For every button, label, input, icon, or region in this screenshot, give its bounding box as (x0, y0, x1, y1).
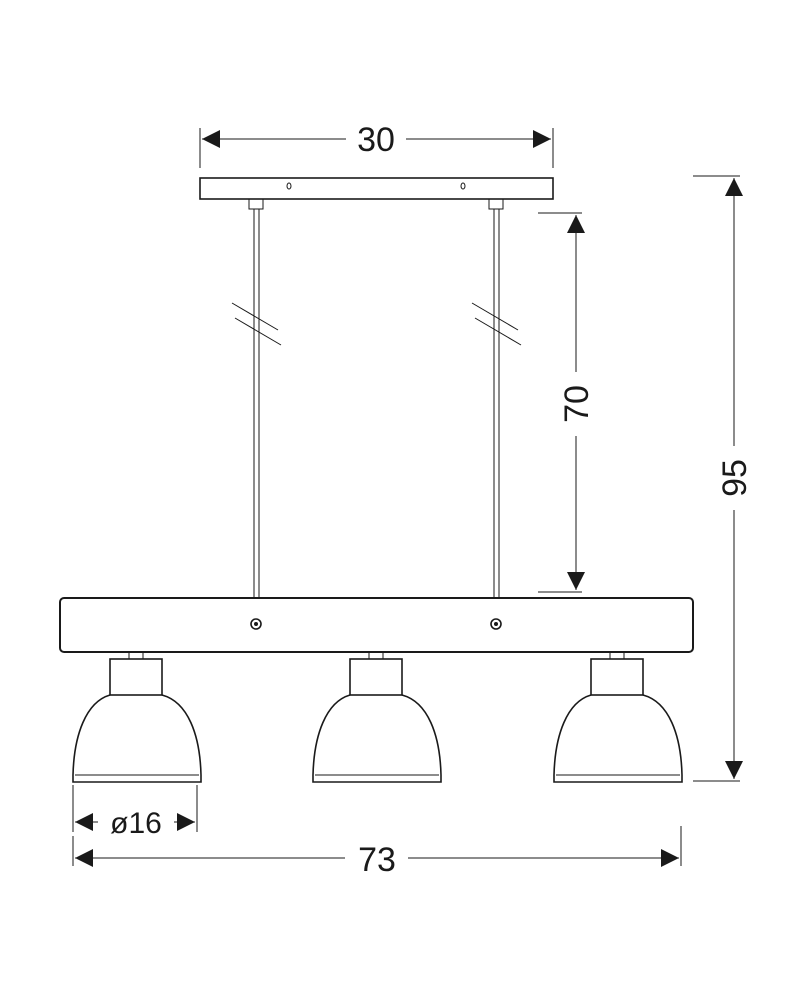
shade-joint (128, 651, 144, 660)
shade-socket (349, 658, 403, 696)
shade-socket (109, 658, 163, 696)
cable-grip (488, 198, 504, 210)
lamp-shade-center (312, 651, 442, 783)
bar-body (59, 597, 694, 653)
screw-hole (460, 182, 466, 190)
break-mark (234, 317, 282, 346)
break-mark (474, 317, 522, 346)
cable-length-label: 70 (558, 385, 596, 423)
total-height-dimension: 95 (693, 175, 754, 782)
canopy-width-dimension: 30 (199, 121, 554, 168)
total-width-dimension: 73 (72, 826, 682, 879)
shade-diameter-dimension: ø16 (72, 785, 198, 840)
shade-socket (590, 658, 644, 696)
shade-diameter-label: ø16 (110, 807, 162, 840)
suspension-cables (231, 209, 522, 598)
break-mark (471, 302, 519, 331)
lamp-shade-left (72, 651, 202, 783)
ceiling-canopy (199, 177, 554, 210)
bar-screw (490, 618, 502, 630)
bar-screw-center (494, 622, 498, 626)
shade-bell (553, 694, 683, 783)
shade-joint (609, 651, 625, 660)
total-height-label: 95 (716, 459, 754, 497)
total-width-label: 73 (358, 841, 396, 879)
lamp-shade-right (553, 651, 683, 783)
shade-bell (72, 694, 202, 783)
cable-grip (248, 198, 264, 210)
bar-screw (250, 618, 262, 630)
canopy-plate (199, 177, 554, 200)
bar-screw-center (254, 622, 258, 626)
screw-hole (286, 182, 292, 190)
break-mark (231, 302, 279, 331)
shade-joint (368, 651, 384, 660)
cable-length-dimension: 70 (538, 212, 596, 593)
canopy-width-label: 30 (357, 121, 395, 159)
shade-bell (312, 694, 442, 783)
lamp-bar (59, 597, 694, 653)
